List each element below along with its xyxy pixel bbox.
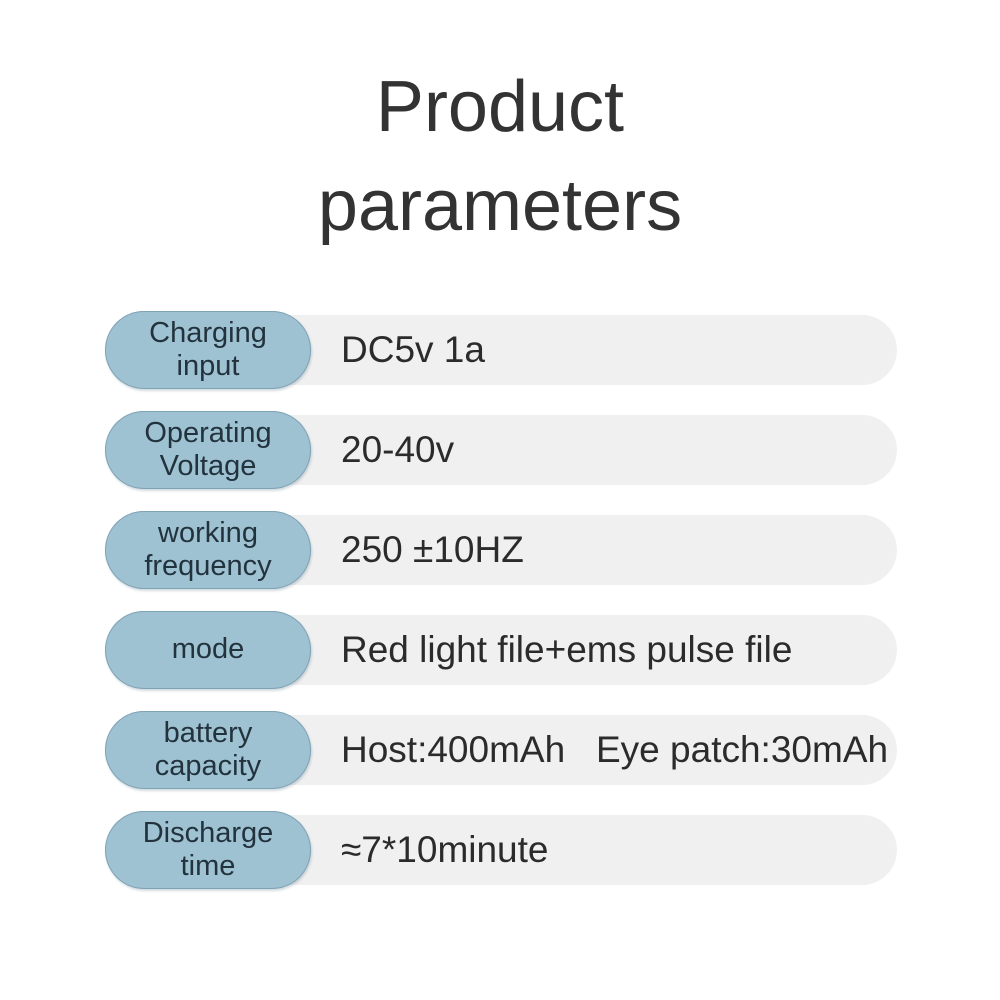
page-title: Product parameters xyxy=(0,58,1000,257)
spec-label-working-frequency: working frequency xyxy=(105,511,311,589)
spec-value-battery-capacity: Host:400mAh Eye patch:30mAh xyxy=(341,729,889,770)
spec-row-discharge-time: Discharge time ≈7*10minute xyxy=(105,811,897,889)
spec-value-mode: Red light file+ems pulse file xyxy=(341,629,793,670)
spec-row-operating-voltage: Operating Voltage 20-40v xyxy=(105,411,897,489)
spec-label-battery-capacity: battery capacity xyxy=(105,711,311,789)
spec-row-working-frequency: working frequency 250 ±10HZ xyxy=(105,511,897,589)
spec-row-charging-input: Charging input DC5v 1a xyxy=(105,311,897,389)
spec-label-charging-input: Charging input xyxy=(105,311,311,389)
spec-row-mode: mode Red light file+ems pulse file xyxy=(105,611,897,689)
spec-value-working-frequency: 250 ±10HZ xyxy=(341,529,524,570)
page-title-line-1: Product xyxy=(375,67,625,147)
spec-value-discharge-time: ≈7*10minute xyxy=(341,829,549,870)
spec-row-battery-capacity: battery capacity Host:400mAh Eye patch:3… xyxy=(105,711,897,789)
spec-label-discharge-time: Discharge time xyxy=(105,811,311,889)
spec-value-charging-input: DC5v 1a xyxy=(341,329,485,370)
page-title-line-2: parameters xyxy=(317,166,683,247)
spec-table: Charging input DC5v 1a Operating Voltage… xyxy=(105,311,897,915)
spec-label-operating-voltage: Operating Voltage xyxy=(105,411,311,489)
spec-label-mode: mode xyxy=(105,611,311,689)
spec-value-operating-voltage: 20-40v xyxy=(341,429,455,470)
